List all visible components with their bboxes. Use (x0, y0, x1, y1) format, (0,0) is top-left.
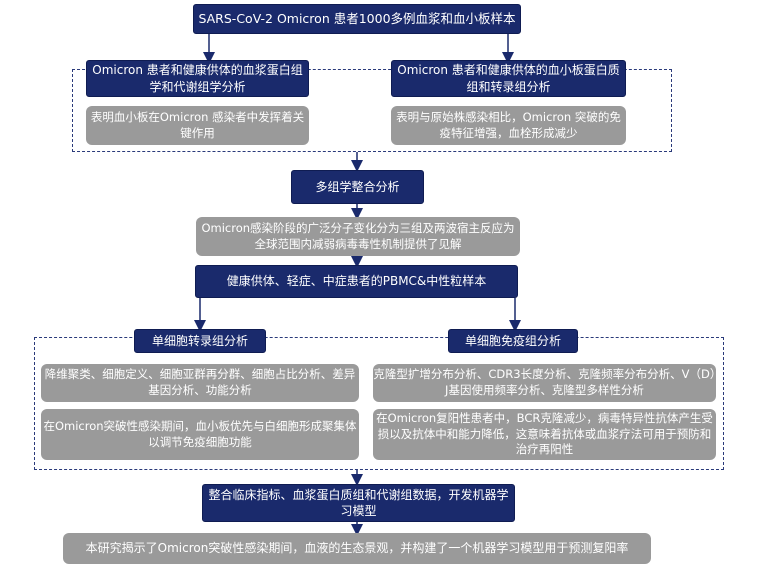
multi-omics-result: Omicron感染阶段的广泛分子变化分为三组及两波宿主反应为全球范围内减弱病毒毒… (196, 217, 520, 256)
platelet-omics-box: Omicron 患者和健康供体的血小板蛋白质组和转录组分析 (391, 60, 626, 97)
conclusion-box: 本研究揭示了Omicron突破性感染期间，血液的生态景观，并构建了一个机器学习模… (63, 533, 651, 564)
sc-transcriptome-box: 单细胞转录组分析 (134, 329, 266, 353)
sc-immune-methods: 克隆型扩增分布分析、CDR3长度分析、克隆频率分布分析、V（D）J基因使用频率分… (373, 364, 716, 402)
pbmc-samples-box: 健康供体、轻症、中症患者的PBMC&中性粒样本 (195, 265, 518, 298)
sc-transcriptome-result: 在Omicron突破性感染期间，血小板优先与白细胞形成聚集体以调节免疫细胞功能 (41, 409, 359, 460)
sc-immune-result: 在Omicron复阳性患者中，BCR克隆减少，病毒特异性抗体产生受损以及抗体中和… (373, 409, 716, 460)
plasma-omics-result: 表明血小板在Omicron 感染者中发挥着关键作用 (86, 106, 309, 145)
samples-box: SARS-CoV-2 Omicron 患者1000多例血浆和血小板样本 (193, 4, 521, 34)
plasma-omics-box: Omicron 患者和健康供体的血浆蛋白组学和代谢组学分析 (86, 60, 309, 97)
single-cell-group-frame (34, 337, 724, 470)
omics-group-frame (72, 69, 672, 152)
multi-omics-box: 多组学整合分析 (291, 170, 424, 204)
platelet-omics-result: 表明与原始株感染相比，Omicron 突破的免疫特征增强，血栓形成减少 (391, 106, 626, 145)
sc-immune-box: 单细胞免疫组分析 (448, 329, 578, 353)
sc-transcriptome-methods: 降维聚类、细胞定义、细胞亚群再分群、细胞占比分析、差异基因分析、功能分析 (41, 364, 359, 402)
ml-model-box: 整合临床指标、血浆蛋白质组和代谢组数据，开发机器学习模型 (202, 484, 515, 522)
